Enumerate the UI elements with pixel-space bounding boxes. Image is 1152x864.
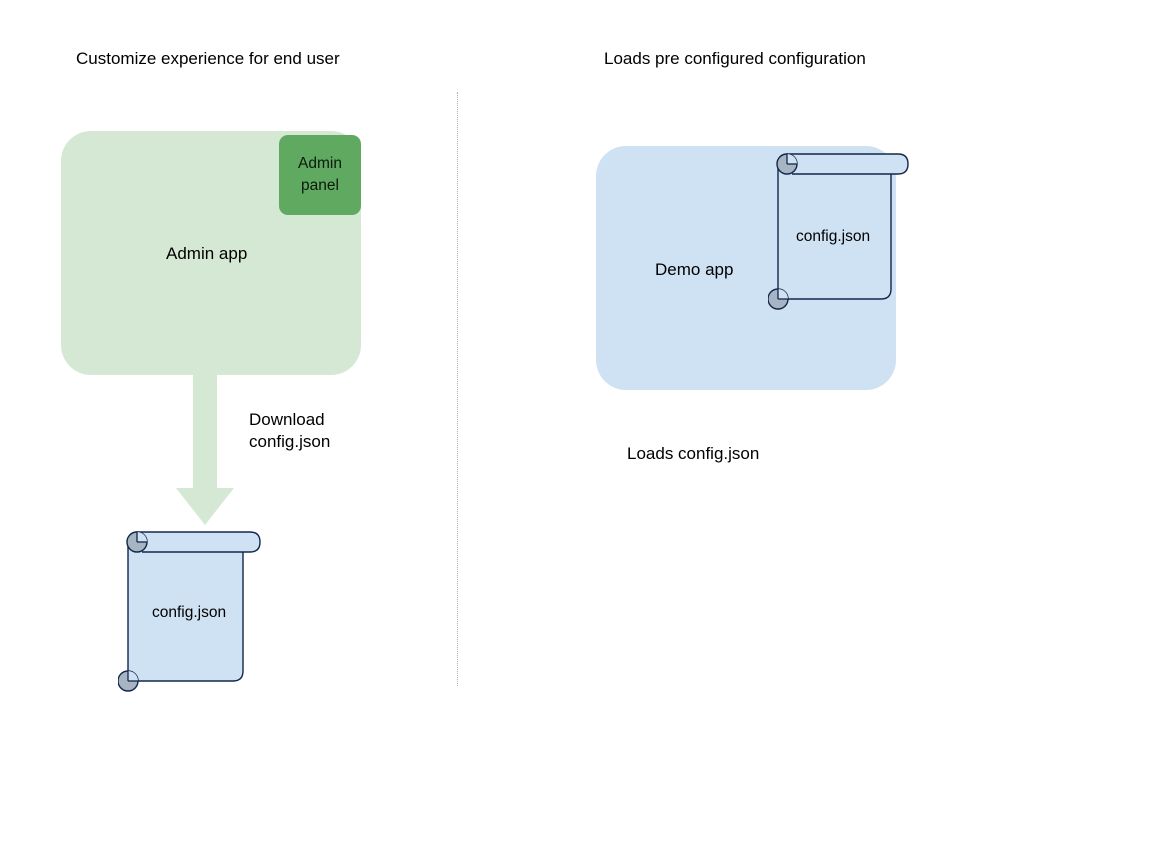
config-json-document-right[interactable] [768,150,916,310]
demo-app-label: Demo app [655,260,734,279]
download-caption-line1: Download [249,410,325,429]
left-section-title: Customize experience for end user [76,49,340,68]
right-section-title: Loads pre configured configuration [604,49,866,68]
admin-panel-label-line2: panel [301,177,339,194]
admin-panel-label-line1: Admin [298,155,342,172]
admin-panel-tile[interactable]: Admin panel [279,135,361,215]
config-json-label-left: config.json [152,604,227,621]
download-arrow-icon [176,370,234,525]
loads-config-caption: Loads config.json [627,444,760,463]
admin-app-label: Admin app [166,244,248,263]
config-json-document-left[interactable] [118,528,268,693]
section-divider [457,92,458,686]
download-caption-line2: config.json [249,432,331,451]
config-json-label-right: config.json [796,228,871,245]
admin-panel-label: Admin panel [298,153,342,197]
download-arrow-caption: Download config.json [249,409,330,453]
